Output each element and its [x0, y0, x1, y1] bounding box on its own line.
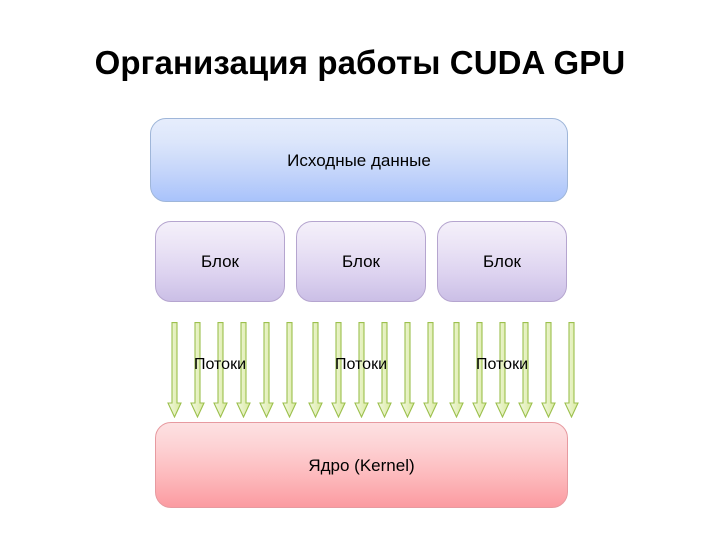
thread-arrow-icon: [472, 322, 487, 418]
thread-arrow-icon: [564, 322, 579, 418]
thread-arrow-icon: [541, 322, 556, 418]
thread-arrow-icon: [282, 322, 297, 418]
thread-arrow-icon: [354, 322, 369, 418]
page-title: Организация работы CUDA GPU: [94, 44, 626, 81]
thread-arrow-icon: [308, 322, 323, 418]
thread-arrow-icon: [259, 322, 274, 418]
thread-arrow-icon: [213, 322, 228, 418]
thread-arrow-icon: [377, 322, 392, 418]
thread-arrow-icon: [449, 322, 464, 418]
block-label-2: Блок: [342, 252, 380, 271]
thread-arrow-group-3: [449, 322, 579, 418]
thread-arrow-icon: [331, 322, 346, 418]
thread-arrow-icon: [236, 322, 251, 418]
source-data-label: Исходные данные: [287, 150, 431, 170]
block-label-1: Блок: [201, 252, 239, 271]
thread-arrow-icon: [190, 322, 205, 418]
thread-arrow-group-2: [308, 322, 438, 418]
thread-arrow-icon: [423, 322, 438, 418]
thread-arrow-group-1: [167, 322, 297, 418]
block-label-3: Блок: [483, 252, 521, 271]
block-box-3: Блок: [437, 221, 567, 302]
thread-arrow-icon: [518, 322, 533, 418]
block-box-2: Блок: [296, 221, 426, 302]
thread-arrow-icon: [495, 322, 510, 418]
thread-arrow-icon: [400, 322, 415, 418]
kernel-box: Ядро (Kernel): [155, 422, 568, 508]
source-data-box: Исходные данные: [150, 118, 568, 202]
block-box-1: Блок: [155, 221, 285, 302]
kernel-label: Ядро (Kernel): [308, 455, 415, 475]
thread-arrow-icon: [167, 322, 182, 418]
